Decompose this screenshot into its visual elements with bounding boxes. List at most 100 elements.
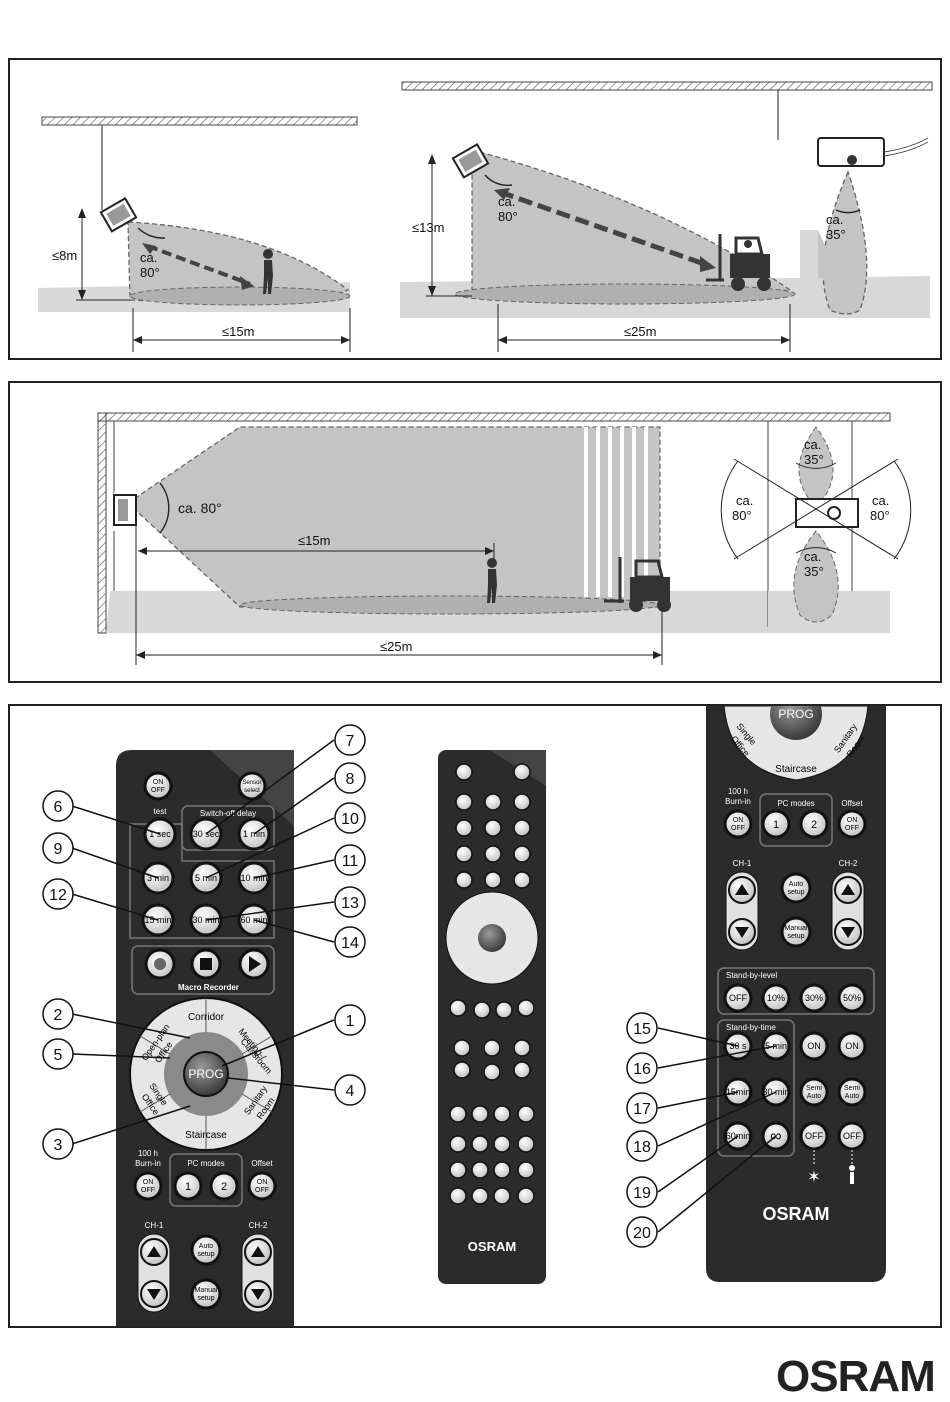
- svg-text:10: 10: [341, 811, 359, 828]
- prog-button[interactable]: PROG: [183, 1051, 229, 1097]
- right-ch1-down[interactable]: [728, 918, 756, 946]
- callout-2: 2: [42, 998, 74, 1030]
- detection-zone-corridor: [126, 426, 661, 608]
- svg-text:Auto: Auto: [845, 1093, 860, 1100]
- svg-text:OFF: OFF: [255, 1187, 269, 1194]
- callout-1: 1: [334, 1004, 366, 1036]
- test-label: test: [154, 807, 168, 816]
- svg-text:Auto: Auto: [199, 1243, 214, 1250]
- ceiling-right: [401, 81, 933, 91]
- small-remote-brand: OSRAM: [468, 1239, 516, 1254]
- svg-text:OFF: OFF: [843, 1131, 861, 1141]
- svg-text:11: 11: [342, 853, 359, 870]
- svg-text:3: 3: [54, 1137, 63, 1154]
- callout-15: 15: [626, 1012, 658, 1044]
- right-ch1-up[interactable]: [728, 876, 756, 904]
- svg-text:8: 8: [346, 771, 355, 788]
- callout-6: 6: [42, 790, 74, 822]
- callout-9: 9: [42, 832, 74, 864]
- svg-text:1: 1: [346, 1013, 355, 1030]
- ch2-up-button[interactable]: [244, 1238, 272, 1266]
- right-ch2-up[interactable]: [834, 876, 862, 904]
- person-small-icon: [849, 1165, 855, 1184]
- level-50[interactable]: 50%: [837, 983, 867, 1013]
- ch2-down-button[interactable]: [244, 1280, 272, 1308]
- range-label-right: ≤25m: [624, 324, 656, 339]
- pc-mode-1[interactable]: 1: [173, 1171, 203, 1201]
- level-30[interactable]: 30%: [799, 983, 829, 1013]
- height-label-left: ≤8m: [52, 248, 77, 263]
- person-icon-2: [487, 558, 497, 603]
- svg-text:9: 9: [54, 841, 63, 858]
- ceiling-sensor-zone: [822, 170, 868, 315]
- svg-text:15: 15: [633, 1021, 651, 1038]
- right-wheel-staircase: Staircase: [775, 764, 817, 775]
- standby-time-label: Stand-by-time: [726, 1023, 776, 1032]
- right-ch2-down[interactable]: [834, 918, 862, 946]
- ch1-down-button[interactable]: [140, 1280, 168, 1308]
- svg-text:12: 12: [49, 887, 67, 904]
- presence-off-button[interactable]: OFF: [837, 1121, 867, 1151]
- angle-label-side: ca. 80°: [178, 500, 222, 516]
- svg-text:100 h: 100 h: [138, 1149, 158, 1158]
- callout-8: 8: [334, 762, 366, 794]
- callout-11: 11: [334, 844, 366, 876]
- detection-zone-left: [127, 221, 350, 304]
- switch-off-delay-label: Switch-off delay: [200, 809, 256, 818]
- light-stripes: [584, 427, 648, 597]
- svg-text:30 s: 30 s: [729, 1041, 747, 1051]
- svg-text:Auto: Auto: [807, 1093, 822, 1100]
- record-button[interactable]: [144, 948, 176, 980]
- right-pc-mode-2[interactable]: 2: [799, 809, 829, 839]
- ch1-up-button[interactable]: [140, 1238, 168, 1266]
- pc-mode-2[interactable]: 2: [209, 1171, 239, 1201]
- standby-level-label: Stand-by-level: [726, 971, 777, 980]
- detection-diagram-1: ≤8m ca.80° ≤15m ≤13m ca.80° ca.35°: [38, 81, 933, 352]
- light-off-button[interactable]: OFF: [799, 1121, 829, 1151]
- callout-19: 19: [626, 1176, 658, 1208]
- svg-text:ON: ON: [733, 817, 744, 824]
- svg-text:ON: ON: [807, 1041, 821, 1051]
- angle-bottom: ca.35°: [804, 549, 824, 579]
- svg-text:OFF: OFF: [141, 1187, 155, 1194]
- person-icon: [263, 249, 273, 294]
- svg-text:Manual: Manual: [195, 1287, 218, 1294]
- range-label-forklift: ≤25m: [380, 639, 412, 654]
- stop-button[interactable]: [190, 948, 222, 980]
- play-button[interactable]: [238, 948, 270, 980]
- callout-20: 20: [626, 1216, 658, 1248]
- height-label-right: ≤13m: [412, 220, 444, 235]
- angle-left: ca.80°: [732, 493, 753, 523]
- level-10[interactable]: 10%: [761, 983, 791, 1013]
- callout-3: 3: [42, 1128, 74, 1160]
- ch1-label: CH-1: [145, 1221, 164, 1230]
- svg-text:17: 17: [633, 1101, 651, 1118]
- svg-text:setup: setup: [197, 1251, 214, 1258]
- pc-modes-label: PC modes: [187, 1159, 224, 1168]
- light-on-button[interactable]: ON: [799, 1031, 829, 1061]
- forklift-icon: [706, 234, 771, 291]
- right-pc-mode-1[interactable]: 1: [761, 809, 791, 839]
- svg-text:100 h: 100 h: [728, 787, 748, 796]
- svg-text:18: 18: [633, 1139, 651, 1156]
- presence-on-button[interactable]: ON: [837, 1031, 867, 1061]
- level-off[interactable]: OFF: [723, 983, 753, 1013]
- angle-top: ca.35°: [804, 437, 824, 467]
- right-offset-label: Offset: [841, 799, 863, 808]
- callout-10: 10: [334, 802, 366, 834]
- svg-text:setup: setup: [787, 889, 804, 896]
- svg-text:select: select: [244, 788, 260, 794]
